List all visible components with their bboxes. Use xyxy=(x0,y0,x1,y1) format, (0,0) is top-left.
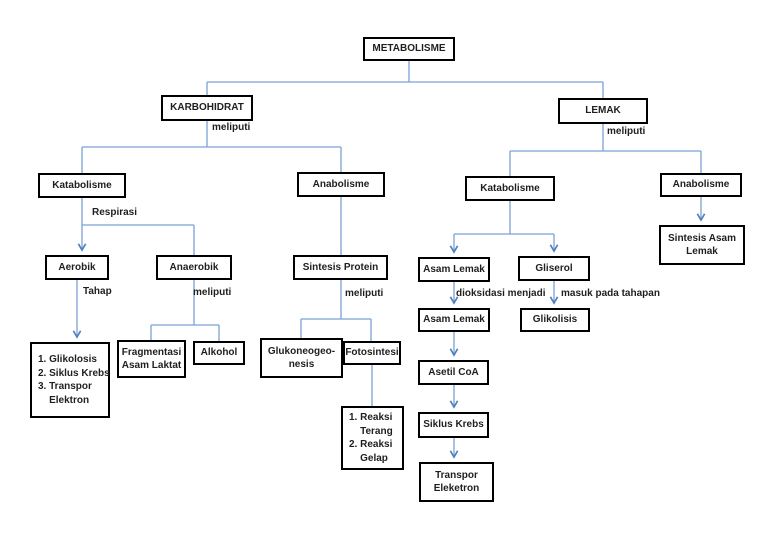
node-fragmentasi-asam-laktat: Fragmentasi Asam Laktat xyxy=(117,340,186,378)
edge-katabolisme-lemak-split xyxy=(454,201,554,235)
node-anabolisme-lemak: Anabolisme xyxy=(660,173,742,197)
edge-label-meliputi-karbohidrat: meliputi xyxy=(212,122,251,133)
node-fotosintesi: Fotosintesi xyxy=(343,341,401,365)
node-transpor-eleketron: Transpor Eleketron xyxy=(419,462,494,502)
edge-karbohidrat-split xyxy=(81,121,342,173)
edge-metabolisme-split xyxy=(206,61,604,98)
node-asam-lemak-2: Asam Lemak xyxy=(418,308,490,332)
node-alkohol: Alkohol xyxy=(193,341,245,365)
edge-lemak-split xyxy=(509,124,702,176)
edge-sintesisprotein-split xyxy=(300,280,372,341)
node-katabolisme-karbohidrat: Katabolisme xyxy=(38,173,126,198)
edge-label-meliputi-lemak: meliputi xyxy=(607,126,646,137)
node-lemak: LEMAK xyxy=(558,98,648,124)
node-siklus-krebs: Siklus Krebs xyxy=(418,412,489,438)
node-metabolisme: METABOLISME xyxy=(363,37,455,61)
edge-label-respirasi: Respirasi xyxy=(92,207,138,218)
node-reaksi-list: 1. Reaksi Terang 2. Reaksi Gelap xyxy=(341,406,404,470)
node-asetil-coa: Asetil CoA xyxy=(418,360,489,385)
node-katabolisme-lemak: Katabolisme xyxy=(465,176,555,201)
node-anaerobik: Anaerobik xyxy=(156,255,232,280)
edge-label-dioksidasi-menjadi: dioksidasi menjadi xyxy=(456,288,546,299)
node-glikolisis: Glikolisis xyxy=(520,308,590,332)
edge-label-masuk-pada-tahapan: masuk pada tahapan xyxy=(561,288,660,299)
node-glukoneogenesis: Glukoneogeo- nesis xyxy=(260,338,343,378)
node-sintesis-asam-lemak: Sintesis Asam Lemak xyxy=(659,225,745,265)
node-karbohidrat: KARBOHIDRAT xyxy=(161,95,253,121)
edge-katabolisme-anaerobik xyxy=(82,224,195,255)
edge-label-meliputi-anaerobik: meliputi xyxy=(193,287,232,298)
node-sintesis-protein: Sintesis Protein xyxy=(293,255,388,280)
node-gliserol: Gliserol xyxy=(518,256,590,281)
node-asam-lemak-1: Asam Lemak xyxy=(418,257,490,282)
edge-label-tahap: Tahap xyxy=(83,286,112,297)
node-aerobik: Aerobik xyxy=(45,255,109,280)
node-tahapan-aerob-list: 1. Glikolosis 2. Siklus Krebs 3. Transpo… xyxy=(30,342,110,418)
edge-anaerobik-split xyxy=(150,280,220,341)
edge-label-meliputi-sintesis-protein: meliputi xyxy=(345,288,384,299)
node-anabolisme-karbohidrat: Anabolisme xyxy=(297,172,385,197)
